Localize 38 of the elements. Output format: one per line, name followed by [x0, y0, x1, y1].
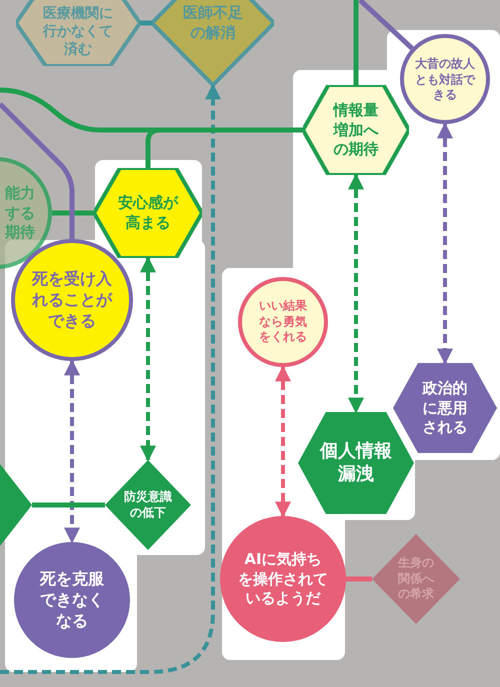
node-label: 能力する期待	[4, 184, 36, 242]
node-label: 医師不足の解消	[182, 4, 244, 42]
diamond-node	[105, 460, 191, 550]
hexagon-node	[393, 363, 497, 453]
circle-node	[14, 542, 130, 658]
node-label: いい結果なら勇気をくれる	[258, 298, 308, 346]
arrow	[64, 359, 80, 544]
node-label: 防災意識の低下	[123, 489, 173, 521]
arrow	[275, 365, 291, 518]
connector-line	[52, 210, 94, 216]
connector-line	[354, 0, 358, 85]
hexagon-node	[298, 412, 414, 514]
arrow	[0, 83, 221, 674]
node-label: 医療機関に行かなくて済む	[42, 4, 114, 60]
node-label: AIに気持ちを操作されているようだ	[237, 550, 329, 608]
node-label: 情報量増加への期待	[332, 100, 380, 160]
connector-line	[0, 102, 74, 239]
circle-node	[11, 239, 133, 361]
node-label: 安心感が高まる	[117, 194, 179, 232]
node-label: 死を受け入れることができる	[31, 268, 113, 332]
hexagon-node	[16, 0, 140, 66]
node-label: 個人情報漏洩	[319, 440, 393, 486]
diamond-node	[152, 0, 274, 85]
triangle-node	[0, 464, 32, 546]
circle-node	[400, 34, 490, 124]
connector-line	[358, 0, 414, 50]
node-label: 死を克服できなくなる	[39, 568, 105, 632]
connector-line	[140, 20, 152, 26]
hexagon-node	[303, 85, 409, 175]
connector-line	[32, 502, 105, 508]
node-label: 政治的に悪用される	[422, 378, 468, 438]
hexagon-node	[94, 168, 202, 258]
connector-line	[346, 576, 372, 582]
arrow	[437, 122, 453, 365]
node-label: 大昔の故人とも対話できる	[414, 56, 476, 104]
circle-node	[220, 516, 346, 642]
diamond-node	[372, 534, 460, 624]
circle-node	[238, 277, 328, 367]
